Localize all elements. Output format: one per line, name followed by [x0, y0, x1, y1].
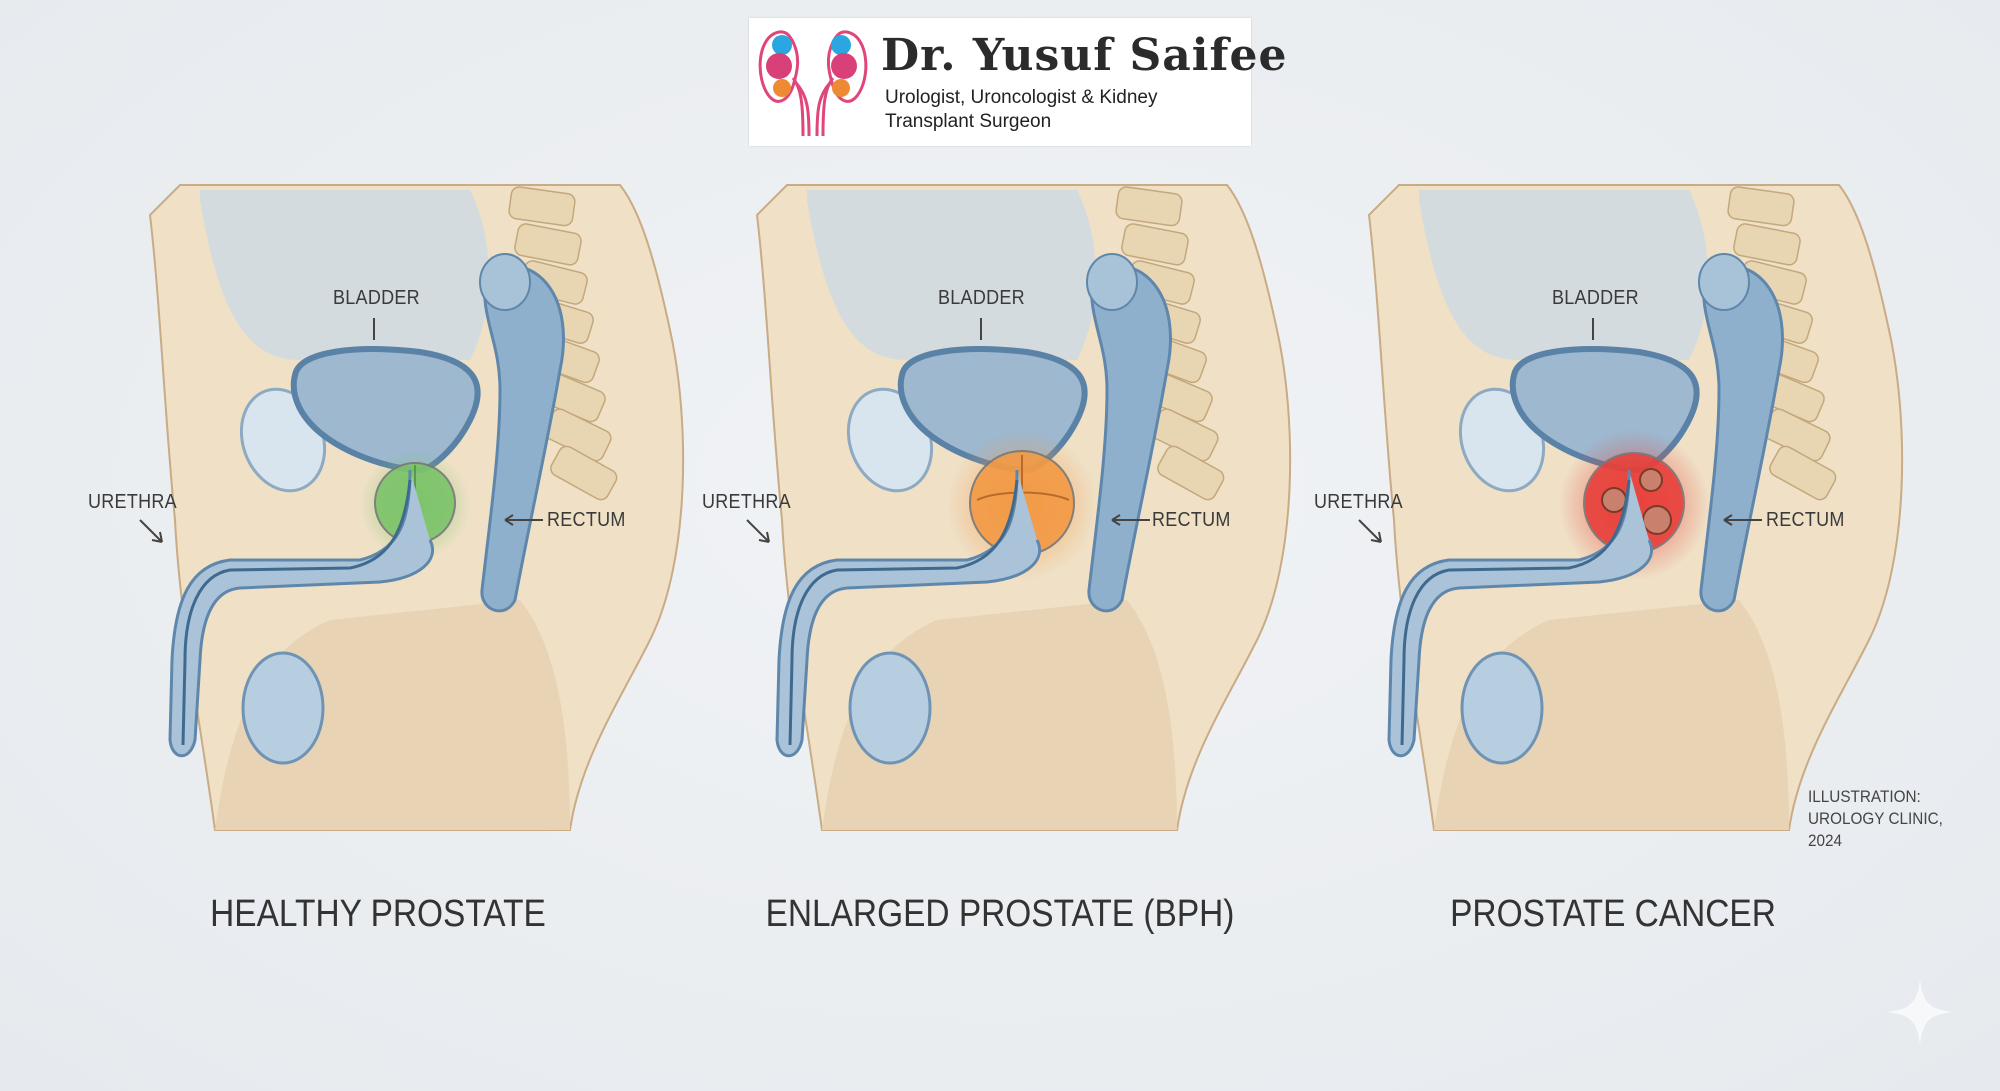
logo-subtitle-line2: Transplant Surgeon: [885, 111, 1052, 132]
colon-loop: [479, 253, 531, 311]
panel-title-bph: ENLARGED PROSTATE (BPH): [765, 893, 1235, 935]
testis: [241, 651, 325, 765]
penis-urethra: [775, 469, 1041, 758]
kidney-logo-icon: [758, 30, 868, 137]
vertebra: [1733, 223, 1801, 266]
logo-subtitle-line1: Urologist, Uroncologist & Kidney: [885, 87, 1158, 108]
vertebra: [550, 445, 618, 501]
penis-urethra: [168, 469, 434, 758]
bladder: [290, 346, 481, 474]
rectum-arrow: [1111, 514, 1150, 526]
vertebra: [1121, 223, 1189, 266]
urethra-arrow: [139, 519, 163, 543]
rectum-arrow: [504, 514, 543, 526]
tumor-nodule: [1639, 468, 1663, 492]
abdominal-cavity: [1419, 190, 1708, 360]
rectum: [480, 264, 565, 613]
tumor-nodule: [1601, 487, 1627, 513]
thigh: [822, 600, 1177, 830]
thigh: [215, 600, 570, 830]
rectum-arrow: [1723, 514, 1762, 526]
testis: [1460, 651, 1544, 765]
panel-title-healthy: HEALTHY PROSTATE: [210, 893, 546, 935]
colon-loop: [1698, 253, 1750, 311]
rectum: [1087, 264, 1172, 613]
bladder-label-1: BLADDER: [333, 287, 420, 309]
urethra-arrow: [1358, 519, 1382, 543]
urethra-label-2: URETHRA: [702, 491, 791, 513]
vertebra: [1115, 186, 1183, 227]
urethra-label-1: URETHRA: [88, 491, 177, 513]
vertebra: [514, 223, 582, 266]
penis-urethra: [1387, 469, 1653, 758]
logo-subtitle: Urologist, Uroncologist & Kidney Transpl…: [885, 86, 1245, 134]
anatomy-panel-enlarged: [746, 184, 1292, 831]
illustration-credit: ILLUSTRATION: UROLOGY CLINIC, 2024: [1808, 786, 1981, 852]
credit-line2: UROLOGY CLINIC, 2024: [1808, 809, 1943, 850]
thigh: [1434, 600, 1789, 830]
urethra: [788, 479, 1019, 746]
bladder-label-2: BLADDER: [938, 287, 1025, 309]
panel-title-cancer: PROSTATE CANCER: [1450, 893, 1776, 935]
vertebra: [1727, 186, 1795, 227]
logo-banner: Dr. Yusuf Saifee Urologist, Uroncologist…: [749, 18, 1286, 146]
testis: [848, 651, 932, 765]
tumor-nodule: [1642, 505, 1672, 535]
credit-line1: ILLUSTRATION:: [1808, 787, 1921, 806]
abdominal-cavity: [807, 190, 1096, 360]
rectum-label-3: RECTUM: [1766, 509, 1845, 531]
vertebra: [1157, 445, 1225, 501]
urethra-label-3: URETHRA: [1314, 491, 1403, 513]
rectum-label-1: RECTUM: [547, 509, 626, 531]
rectum: [1699, 264, 1784, 613]
sparkle-icon: [1887, 979, 1953, 1045]
urethra: [181, 479, 412, 746]
urethra-arrow: [746, 519, 770, 543]
colon-loop: [1086, 253, 1138, 311]
urethra: [1400, 479, 1631, 746]
rectum-label-2: RECTUM: [1152, 509, 1231, 531]
abdominal-cavity: [200, 190, 489, 360]
vertebra: [508, 186, 576, 227]
vertebra: [1769, 445, 1837, 501]
bladder-label-3: BLADDER: [1552, 287, 1639, 309]
logo-name: Dr. Yusuf Saifee: [881, 30, 1288, 81]
anatomy-panel-healthy: [139, 184, 685, 831]
anatomy-panel-cancer: [1358, 184, 1904, 831]
